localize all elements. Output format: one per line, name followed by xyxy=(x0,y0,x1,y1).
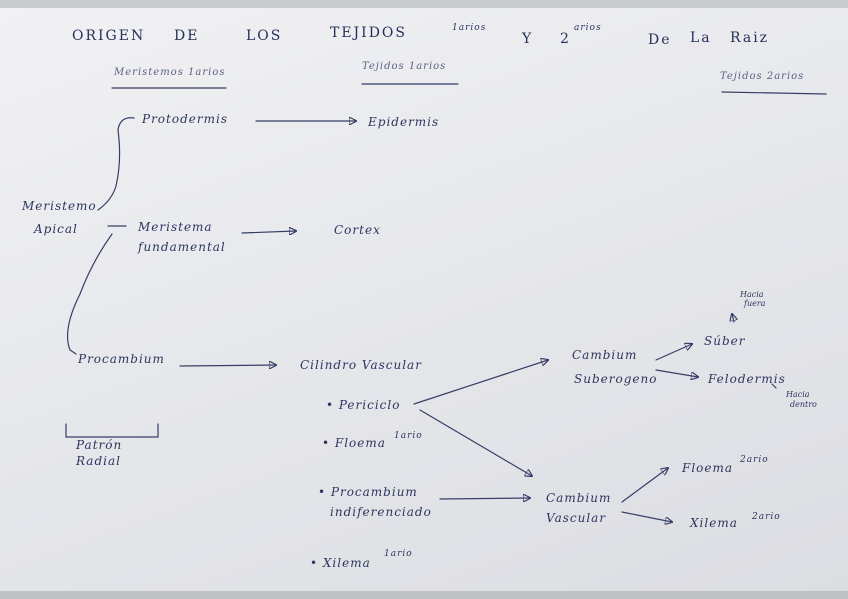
title-word: Y xyxy=(522,31,534,47)
arrow-hacia-fuera xyxy=(732,314,734,323)
label-patron-radial: Patrón xyxy=(76,438,123,452)
node-cambium-vascular: Cambium xyxy=(546,491,612,505)
title-word: Raiz xyxy=(730,30,770,46)
node-procambium-indiferenciado: indiferenciado xyxy=(330,505,432,519)
node-xilema-secundario-sup: 2ario xyxy=(752,512,781,522)
title-superscript: arios xyxy=(574,23,602,33)
node-xilema-primario-sup: 1ario xyxy=(384,549,413,559)
node-meristemo-apical: Apical xyxy=(34,222,78,236)
arrow-procambium-cilindro xyxy=(179,365,276,366)
arrow-vascular-floema xyxy=(621,468,668,503)
node-xilema-secundario: Xilema xyxy=(690,516,738,530)
title-word: ORIGEN xyxy=(72,28,146,44)
title-word: De xyxy=(648,32,672,48)
node-meristemo-apical: Meristemo xyxy=(22,199,97,213)
node-felodermis: Felodermis xyxy=(708,372,786,386)
header-tejidos-primarios: Tejidos 1arios xyxy=(362,61,447,72)
note-hacia-fuera: Hacia xyxy=(740,290,764,299)
node-floema-secundario: Floema xyxy=(682,461,734,475)
brace-upper xyxy=(97,117,135,211)
node-cambium-suberogeno: Suberogeno xyxy=(574,372,658,386)
node-procambium-indiferenciado: • Procambium xyxy=(318,485,418,499)
title-word: La xyxy=(690,30,712,46)
node-cortex: Cortex xyxy=(334,223,381,237)
arrow-hacia-dentro xyxy=(771,383,777,389)
header-tejidos-secundarios: Tejidos 2arios xyxy=(720,71,805,82)
paper-sheet xyxy=(0,8,848,591)
label-patron-radial: Radial xyxy=(76,454,121,468)
header-meristemos: Meristemos 1arios xyxy=(114,67,226,78)
arrow-periciclo-suberogeno xyxy=(413,360,548,405)
node-periciclo: • Periciclo xyxy=(326,398,401,412)
node-floema-primario-sup: 1ario xyxy=(394,431,423,441)
node-xilema-primario: • Xilema xyxy=(310,556,371,570)
title-word: DE xyxy=(174,28,200,44)
node-cilindro-vascular: Cilindro Vascular xyxy=(300,358,422,372)
header-underline-tejidos2 xyxy=(721,91,827,95)
node-epidermis: Epidermis xyxy=(368,115,440,129)
node-meristema-fundamental: fundamental xyxy=(138,240,226,254)
node-floema-primario: • Floema xyxy=(322,436,386,450)
title-word: TEJIDOS xyxy=(330,25,407,41)
background-surface xyxy=(0,591,848,599)
arrow-periciclo-vascular xyxy=(419,409,532,476)
note-hacia-dentro: dentro xyxy=(790,400,817,409)
node-meristema-fundamental: Meristema xyxy=(138,220,213,234)
node-protodermis: Protodermis xyxy=(142,112,228,126)
note-hacia-fuera: fuera xyxy=(744,299,766,308)
arrow-suberogeno-suber xyxy=(655,344,692,361)
node-cambium-vascular: Vascular xyxy=(546,511,607,525)
brace-lower xyxy=(67,233,113,355)
node-cambium-suberogeno: Cambium xyxy=(572,348,638,362)
arrow-fundamental-cortex xyxy=(241,231,296,233)
title-word: LOS xyxy=(246,28,283,44)
node-floema-secundario-sup: 2ario xyxy=(740,455,769,465)
title-superscript: 1arios xyxy=(452,23,487,33)
node-procambium: Procambium xyxy=(78,352,165,366)
node-suber: Súber xyxy=(704,334,746,348)
title-word: 2 xyxy=(560,31,571,47)
arrow-suberogeno-felodermis xyxy=(655,369,698,377)
arrow-procambium-vascular xyxy=(439,498,530,499)
note-hacia-dentro: Hacia xyxy=(786,390,810,399)
patron-radial-bracket xyxy=(65,423,159,438)
arrow-vascular-xilema xyxy=(621,511,672,522)
